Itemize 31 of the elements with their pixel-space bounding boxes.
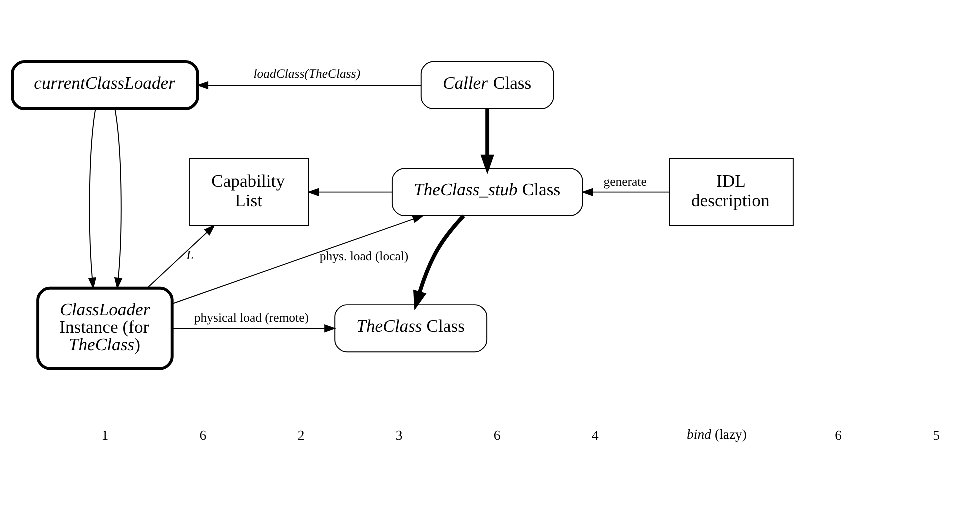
edge-label: physical load (remote) <box>194 310 309 325</box>
node-box: IDL description <box>669 158 794 226</box>
label: 1 <box>102 428 109 443</box>
arrow <box>307 188 393 196</box>
node-box: Capability List <box>190 158 310 226</box>
edge-label: L <box>186 248 194 262</box>
node-box: Caller Class <box>420 60 554 109</box>
arrow <box>88 108 97 290</box>
label: 6 <box>494 428 501 443</box>
arrow <box>114 108 123 290</box>
arrow <box>172 324 336 332</box>
node-box: ClassLoader Instance (for TheClass) <box>36 286 174 370</box>
label: 4 <box>592 428 599 443</box>
label: 6 <box>835 428 842 443</box>
label: 3 <box>396 428 403 443</box>
arrow <box>172 214 425 304</box>
arrow <box>582 188 670 196</box>
arrow <box>196 80 422 90</box>
node-box: TheClass Class <box>334 304 488 352</box>
label: 5 <box>933 428 940 443</box>
label: 6 <box>200 428 207 443</box>
arrow <box>146 224 216 288</box>
label: 2 <box>298 428 305 443</box>
edge-label: loadClass(TheClass) <box>254 66 361 80</box>
arrow <box>480 108 494 174</box>
edge-label: phys. load (local) <box>320 248 409 263</box>
node-box: TheClass_stub Class <box>392 168 584 216</box>
node-box: currentClassLoader <box>11 60 200 110</box>
edge-label: generate <box>604 174 647 188</box>
label: bind (lazy) <box>687 426 747 442</box>
arrow <box>414 214 466 310</box>
